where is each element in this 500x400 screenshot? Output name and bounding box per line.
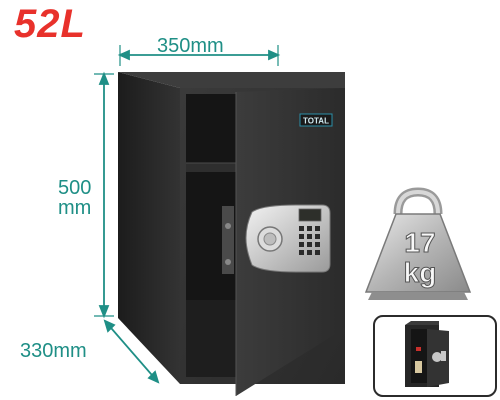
brand-label: TOTAL <box>303 117 329 126</box>
thumbnail-safe <box>405 321 449 387</box>
width-dimension-label: 350mm <box>157 35 224 57</box>
keypad-display <box>298 208 322 222</box>
bolt-plate <box>222 206 234 274</box>
safe-shelf <box>186 163 236 172</box>
thumbnail-image <box>373 315 497 397</box>
capacity-label: 52L <box>14 2 86 46</box>
weight-unit: kg <box>404 257 437 288</box>
brand-badge: TOTAL <box>299 113 333 127</box>
keypad-icon <box>299 226 320 255</box>
depth-dimension-label: 330mm <box>20 340 87 362</box>
dimension-lines <box>94 45 281 384</box>
safe-top <box>118 72 345 88</box>
height-value: 500 <box>58 177 92 199</box>
height-dimension-label: 500 mm <box>58 178 91 218</box>
height-unit: mm <box>58 197 92 219</box>
safe-side <box>118 72 180 384</box>
weight-number: 17 <box>404 227 435 258</box>
weight-icon: 17 kg <box>364 187 472 300</box>
keypad-lock <box>245 204 331 273</box>
